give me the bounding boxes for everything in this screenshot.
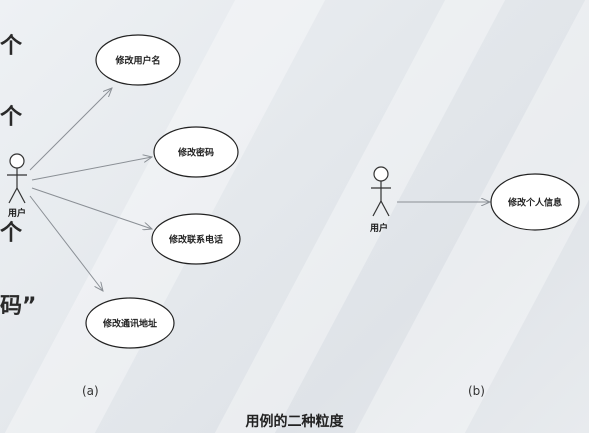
use-case-ellipse [151,213,241,265]
actor-a [7,153,27,204]
figure-caption: 用例的二种粒度 [245,414,344,430]
use-case-ellipse [95,34,181,86]
association-line [29,88,112,171]
use-case-ellipse [490,173,580,231]
text-fragment: 个 [0,105,23,130]
text-fragment: 个 [0,221,23,246]
use-case-label: 修改通讯地址 [102,319,158,330]
actor-b [371,166,391,217]
panel-label-b: (b) [468,384,485,398]
actor-label: 用户 [8,209,27,219]
text-fragment: 码” [0,294,37,319]
text-fragment: 个 [0,34,23,59]
panel-label-a: (a) [82,384,99,398]
actor-label: 用户 [370,224,389,234]
use-case-label: 修改密码 [177,148,215,159]
association-line [31,187,152,229]
use-case-ellipse [85,297,175,349]
use-case-label: 修改联系电话 [168,235,224,246]
association-line [29,195,103,291]
use-case-label: 修改个人信息 [507,198,563,209]
use-case-label: 修改用户名 [115,56,161,67]
association-line [31,157,152,181]
use-case-ellipse [153,126,239,178]
